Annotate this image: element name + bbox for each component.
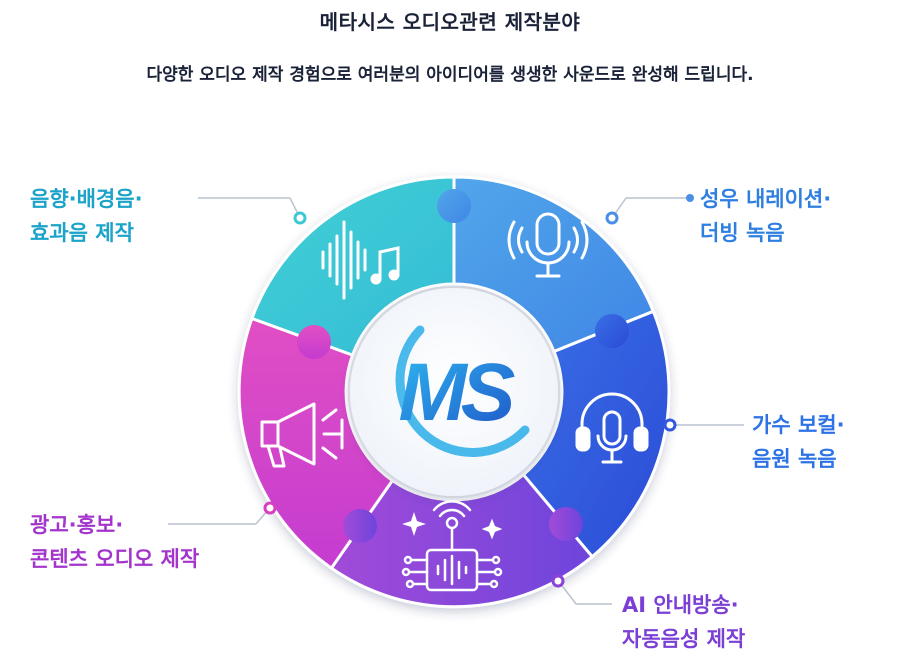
microphone-icon	[507, 212, 589, 278]
segment-voice	[452, 175, 656, 354]
label-ai: AI 안내방송· 자동음성 제작	[622, 588, 745, 656]
label-line: 콘텐츠 오디오 제작	[30, 547, 200, 571]
segment-singer	[521, 309, 671, 559]
puzzle-knob	[343, 509, 377, 543]
label-ad: 광고·홍보· 콘텐츠 오디오 제작	[30, 508, 199, 576]
label-sound: 음향·배경음· 효과음 제작	[30, 182, 143, 250]
puzzle-knob	[549, 507, 583, 541]
connector-ai	[551, 574, 612, 605]
headset-mic-icon	[575, 392, 649, 464]
label-line: 광고·홍보·	[30, 513, 124, 537]
puzzle-knob	[595, 314, 629, 348]
puzzle-knob	[437, 189, 471, 223]
megaphone-icon	[260, 402, 344, 468]
label-line: 가수 보컬·	[752, 413, 845, 437]
segment-sound	[249, 175, 456, 358]
label-line: 더빙 녹음	[700, 221, 785, 245]
logo-text: MS	[399, 347, 515, 438]
label-line: 효과음 제작	[30, 221, 134, 245]
puzzle-knob	[297, 325, 331, 359]
connector-voice	[605, 194, 694, 225]
label-line: 자동음성 제작	[622, 627, 746, 651]
label-line: AI 안내방송·	[622, 593, 739, 617]
connector-ad	[168, 501, 277, 525]
label-voice: 성우 내레이션· 더빙 녹음	[700, 182, 831, 250]
label-singer: 가수 보컬· 음원 녹음	[752, 408, 845, 476]
page-title: 메타시스 오디오관련 제작분야	[319, 10, 581, 34]
label-line: 성우 내레이션·	[700, 187, 832, 211]
segment-ai	[329, 472, 595, 609]
connector-singer	[663, 418, 744, 432]
ai-chip-audio-icon	[401, 500, 503, 592]
page-subtitle: 다양한 오디오 제작 경험으로 여러분의 아이디어를 생생한 사운드로 완성해 …	[146, 65, 754, 85]
label-line: 음향·배경음·	[30, 187, 143, 211]
label-line: 음원 녹음	[752, 447, 837, 471]
connector-sound	[198, 197, 307, 225]
logo-swoosh	[395, 325, 530, 457]
waveform-music-icon	[321, 220, 400, 300]
